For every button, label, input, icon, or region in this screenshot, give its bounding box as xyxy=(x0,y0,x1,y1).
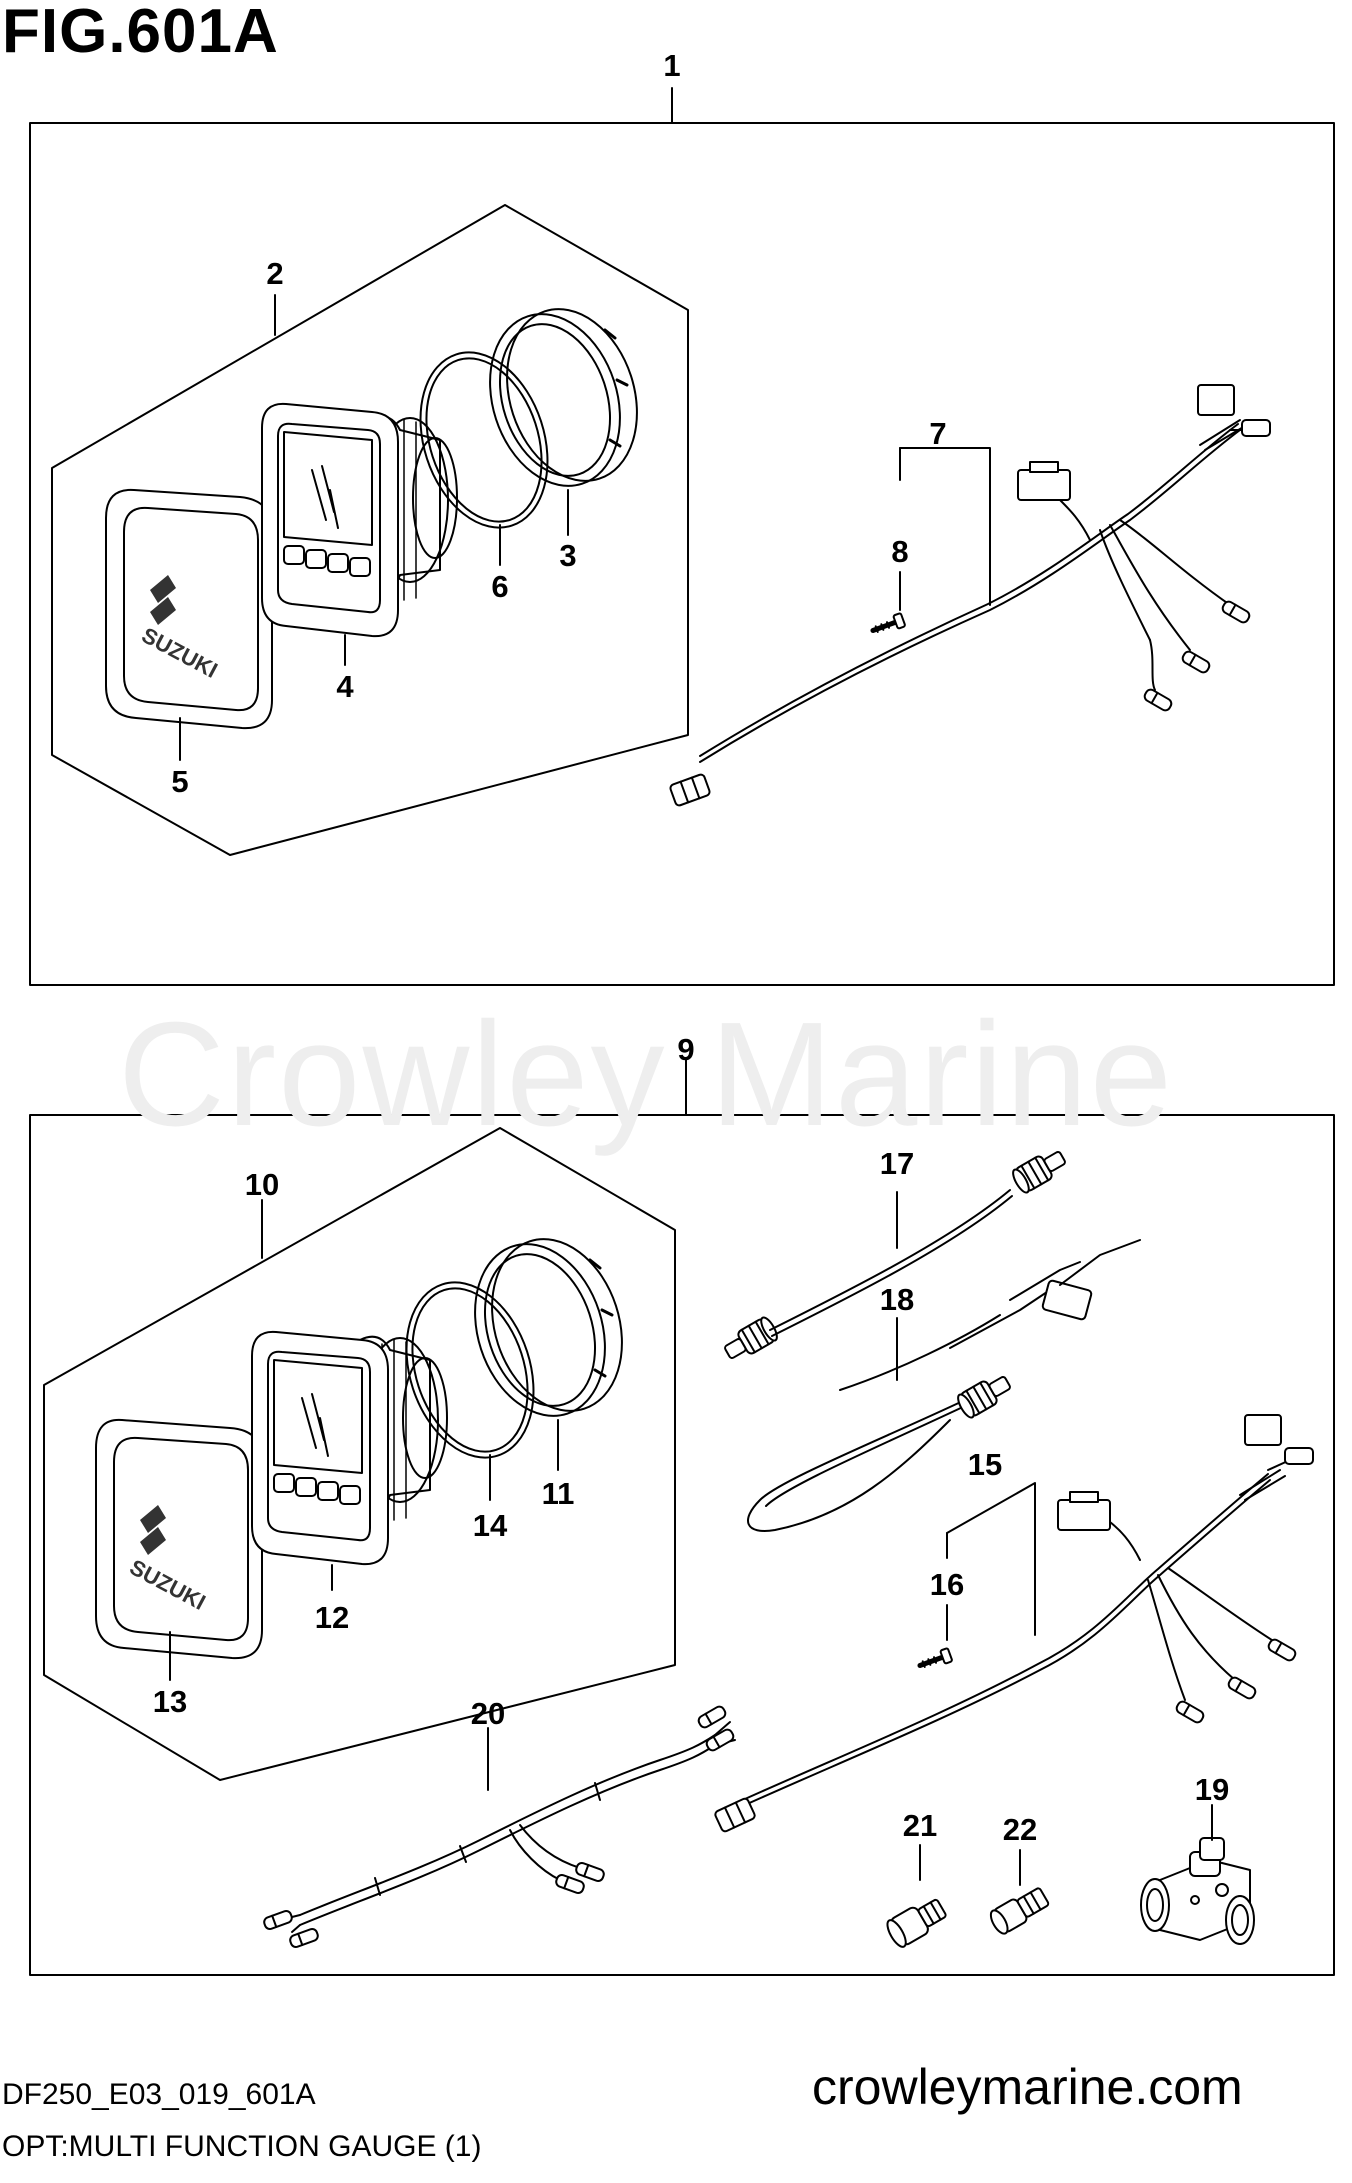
kit-box-9: 9 xyxy=(29,1032,1335,1976)
callout-15: 15 xyxy=(968,1447,1002,1482)
wiring-harness-7 xyxy=(668,384,1271,808)
website-link[interactable]: crowleymarine.com xyxy=(812,2059,1243,2115)
diagram-caption: OPT:MULTI FUNCTION GAUGE (1) xyxy=(2,2130,482,2163)
wiring-harness-15 xyxy=(713,1414,1314,1834)
screw-8 xyxy=(871,613,906,637)
callout-17: 17 xyxy=(880,1146,914,1181)
multi-function-gauge-4 xyxy=(261,402,458,638)
diagram-code: DF250_E03_019_601A xyxy=(2,2078,316,2111)
callout-4: 4 xyxy=(336,669,354,704)
callout-8: 8 xyxy=(891,534,908,569)
figure-title: FIG.601A xyxy=(2,0,279,66)
mounting-nut-11 xyxy=(474,1238,623,1417)
o-ring-14 xyxy=(405,1281,535,1459)
callout-2: 2 xyxy=(266,256,283,291)
bezel-cover-5: SUZUKI xyxy=(105,488,273,730)
callout-16: 16 xyxy=(930,1567,964,1602)
nmea-cable-17 xyxy=(719,1144,1071,1366)
tee-connector-19 xyxy=(1140,1837,1255,1945)
o-ring-6 xyxy=(419,351,549,529)
callout-13: 13 xyxy=(153,1684,187,1719)
multi-function-gauge-12 xyxy=(251,1330,448,1566)
callout-5: 5 xyxy=(171,764,188,799)
callout-14: 14 xyxy=(473,1508,508,1543)
sub-assembly-outline-10 xyxy=(43,1127,676,1781)
callout-7: 7 xyxy=(929,416,946,451)
callout-19: 19 xyxy=(1195,1772,1229,1807)
callout-22: 22 xyxy=(1003,1812,1037,1847)
callout-6: 6 xyxy=(491,569,508,604)
kit-box-1: 1 xyxy=(29,48,1335,986)
terminator-21 xyxy=(886,1898,947,1948)
callout-9: 9 xyxy=(677,1032,694,1067)
screw-16 xyxy=(918,1648,953,1672)
callout-3: 3 xyxy=(559,538,576,573)
callout-10: 10 xyxy=(245,1167,279,1202)
sub-assembly-outline-2 xyxy=(51,204,689,856)
callout-21: 21 xyxy=(903,1808,937,1843)
callout-20: 20 xyxy=(471,1696,505,1731)
watermark: Crowley Marine xyxy=(118,992,1175,1157)
callout-12: 12 xyxy=(315,1600,349,1635)
bezel-cover-13: SUZUKI xyxy=(95,1418,263,1660)
power-cable-18 xyxy=(747,1239,1141,1532)
mounting-nut-3 xyxy=(489,308,638,487)
callout-1: 1 xyxy=(663,48,680,83)
extension-cable-20 xyxy=(261,1703,737,1950)
terminator-22 xyxy=(989,1887,1050,1935)
callout-11: 11 xyxy=(542,1476,575,1511)
callout-18: 18 xyxy=(880,1282,914,1317)
